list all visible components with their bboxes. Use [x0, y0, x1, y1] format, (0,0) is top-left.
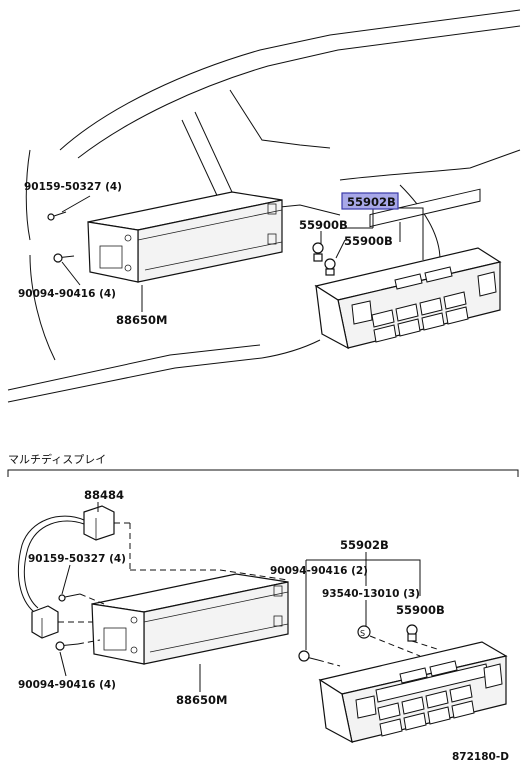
label-90094-upper: 90094-90416 (4): [18, 288, 116, 300]
label-55900b-upper-b: 55900B: [344, 234, 393, 248]
wire-harness: [17, 515, 85, 613]
lower-leaders: [59, 502, 421, 692]
label-88484: 88484: [84, 488, 124, 502]
label-90094-lower: 90094-90416 (4): [18, 679, 116, 691]
screw-55900b-lower: [406, 624, 418, 642]
highlight-55902b[interactable]: 55902B: [341, 192, 399, 210]
display-unit-88650m-upper: [87, 191, 283, 283]
connector-lower: [31, 605, 59, 639]
screw-55900b-upper-b: [324, 258, 336, 276]
upper-leaders: [61, 195, 424, 312]
section-bracket: [7, 469, 519, 477]
label-90159-upper: 90159-50327 (4): [24, 181, 122, 193]
dash-screw: [411, 640, 441, 651]
label-55902b-lower: 55902B: [340, 538, 389, 552]
label-88650m-lower: 88650M: [176, 693, 227, 707]
bolt-90094-upper: [53, 253, 75, 263]
control-panel-55902b-lower: [318, 641, 508, 744]
dash-clip: [369, 635, 421, 657]
clip-93540: S: [357, 625, 371, 639]
label-55900b-lower: 55900B: [396, 603, 445, 617]
dash-panel-bolt: [317, 659, 341, 667]
label-88650m-upper: 88650M: [116, 313, 167, 327]
section-title: マルチディスプレイ: [8, 452, 106, 466]
screw-90159-lower: [58, 593, 81, 602]
connector-88484: [83, 505, 115, 541]
label-55900b-upper-a: 55900B: [299, 218, 348, 232]
dash-bolt: [77, 639, 101, 645]
label-90094-panel: 90094-90416 (2): [270, 565, 368, 577]
drawing-code: 872180-D: [452, 751, 509, 763]
bolt-90094-panel: [298, 650, 319, 662]
svg-text:S: S: [360, 629, 365, 638]
screw-90159-upper: [47, 211, 67, 221]
control-panel-55902b-upper: [314, 188, 502, 350]
screw-55900b-upper-a: [312, 242, 324, 262]
label-55902b-highlight: 55902B: [347, 195, 396, 209]
label-93540: 93540-13010 (3): [322, 588, 420, 600]
bolt-90094-lower: [55, 641, 79, 651]
dash-screw-top: [79, 593, 105, 605]
dash-unit-top: [130, 569, 289, 581]
display-unit-88650m-lower: [91, 573, 289, 665]
label-90159-lower: 90159-50327 (4): [28, 553, 126, 565]
